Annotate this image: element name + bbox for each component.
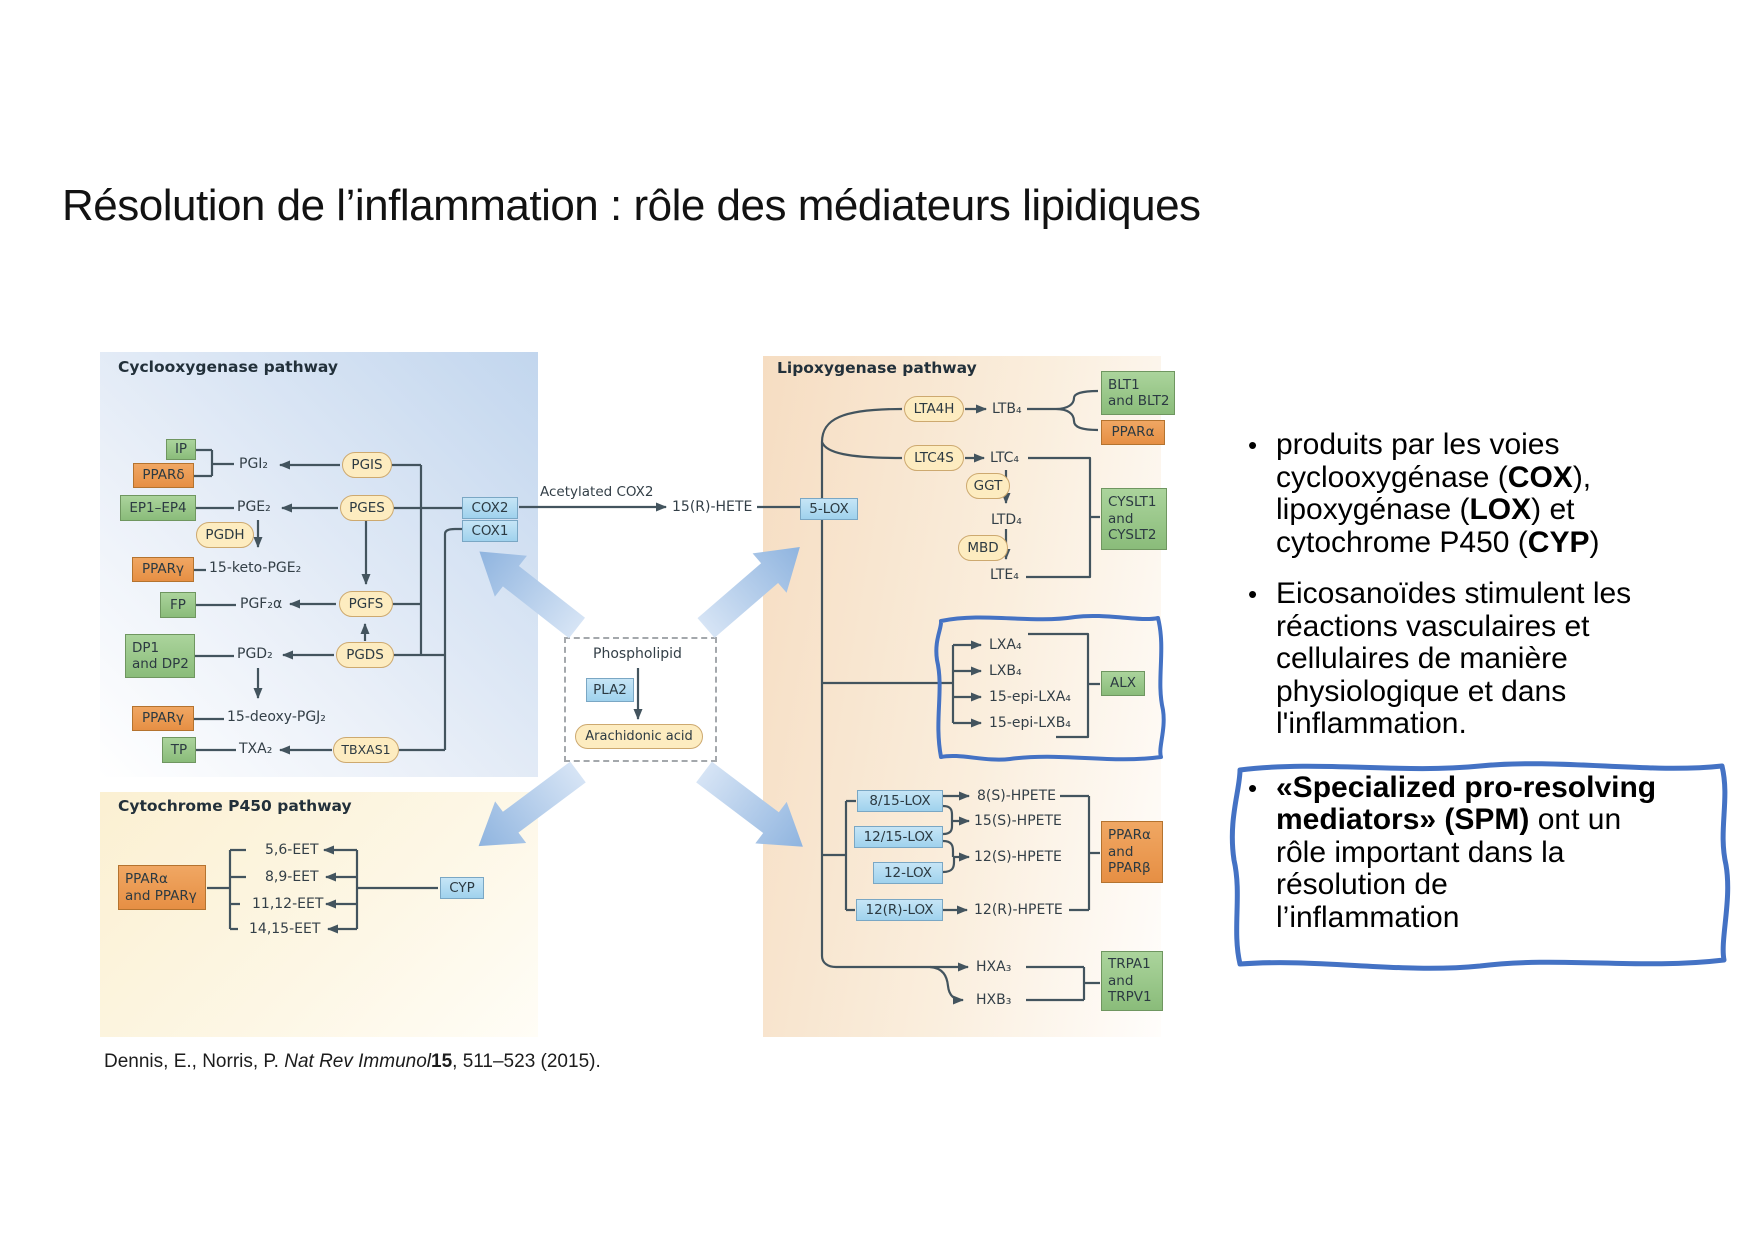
enzyme-pges: PGES xyxy=(340,495,394,521)
label-8-9-eet: 8,9-EET xyxy=(265,869,319,885)
receptor-ip: IP xyxy=(166,439,196,460)
label-12s-hpete: 12(S)-HPETE xyxy=(974,849,1062,865)
receptor-ppar-gamma-1: PPARγ xyxy=(132,557,194,582)
receptor-ppar-delta: PPARδ xyxy=(133,463,194,488)
enzyme-tbxas1: TBXAS1 xyxy=(333,737,399,763)
label-ltc4: LTC₄ xyxy=(990,450,1019,466)
enzyme-cyp: CYP xyxy=(440,877,484,899)
bullet-production-pathways: produits par les voies cyclooxygénase (C… xyxy=(1243,428,1729,559)
receptor-ep1-ep4: EP1–EP4 xyxy=(120,495,196,521)
label-14-15-eet: 14,15-EET xyxy=(249,921,321,937)
label-11-12-eet: 11,12-EET xyxy=(252,896,324,912)
receptor-ppar-alpha: PPARα xyxy=(1101,420,1165,445)
label-lte4: LTE₄ xyxy=(990,567,1019,583)
enzyme-pla2: PLA2 xyxy=(586,678,634,702)
enzyme-pgis: PGIS xyxy=(342,452,392,478)
label-15-epi-lxa4: 15-epi-LXA₄ xyxy=(989,689,1071,705)
label-5-6-eet: 5,6-EET xyxy=(265,842,319,858)
label-hxa3: HXA₃ xyxy=(976,959,1012,975)
receptor-ppar-alpha-gamma: PPARα and PPARγ xyxy=(118,865,206,910)
receptor-blt1-blt2: BLT1 and BLT2 xyxy=(1101,371,1175,415)
receptor-fp: FP xyxy=(160,592,196,618)
enzyme-pgds: PGDS xyxy=(336,642,394,668)
substrate-dashed-box xyxy=(564,637,717,762)
enzyme-pgdh: PGDH xyxy=(196,522,254,548)
bullet-spm: «Specialized pro-resolving mediators» (S… xyxy=(1243,771,1729,935)
enzyme-ggt: GGT xyxy=(966,473,1010,499)
receptor-cyslt1-cyslt2: CYSLT1 and CYSLT2 xyxy=(1101,488,1167,550)
label-15-keto-pge2: 15-keto-PGE₂ xyxy=(209,560,302,576)
cyp-pathway-heading: Cytochrome P450 pathway xyxy=(118,797,352,815)
label-pgf2a: PGF₂α xyxy=(240,596,283,612)
label-12r-hpete: 12(R)-HPETE xyxy=(974,902,1063,918)
label-pgd2: PGD₂ xyxy=(237,646,273,662)
bullet-list: produits par les voies cyclooxygénase (C… xyxy=(1243,428,1729,935)
enzyme-12-lox: 12-LOX xyxy=(873,862,943,884)
enzyme-ltc4s: LTC4S xyxy=(904,445,964,471)
label-lxa4: LXA₄ xyxy=(989,637,1022,653)
enzyme-cox2: COX2 xyxy=(462,497,518,519)
lox-pathway-heading: Lipoxygenase pathway xyxy=(777,359,977,377)
label-15r-hete: 15(R)-HETE xyxy=(672,499,753,515)
receptor-ppar-alpha-beta: PPARα and PPARβ xyxy=(1101,821,1163,883)
label-15-epi-lxb4: 15-epi-LXB₄ xyxy=(989,715,1071,731)
cytochrome-p450-panel xyxy=(100,792,538,1037)
receptor-alx: ALX xyxy=(1101,671,1145,696)
label-hxb3: HXB₃ xyxy=(976,992,1012,1008)
receptor-ppar-gamma-2: PPARγ xyxy=(132,706,194,731)
label-txa2: TXA₂ xyxy=(239,741,273,757)
substrate-arachidonic-acid: Arachidonic acid xyxy=(575,724,703,749)
label-phospholipid: Phospholipid xyxy=(593,646,682,662)
receptor-dp1-dp2: DP1 and DP2 xyxy=(125,634,195,678)
label-acetylated-cox2: Acetylated COX2 xyxy=(540,484,654,500)
page-title: Résolution de l’inflammation : rôle des … xyxy=(62,181,1201,230)
cox-pathway-heading: Cyclooxygenase pathway xyxy=(118,358,339,376)
label-pge2: PGE₂ xyxy=(237,499,271,515)
enzyme-cox1: COX1 xyxy=(462,520,518,542)
bullet-eicosanoides: Eicosanoïdes stimulent les réactions vas… xyxy=(1243,577,1729,741)
label-ltd4: LTD₄ xyxy=(991,512,1022,528)
label-8s-hpete: 8(S)-HPETE xyxy=(977,788,1056,804)
enzyme-pgfs: PGFS xyxy=(339,591,393,617)
label-pgi2: PGI₂ xyxy=(239,456,269,472)
enzyme-5-lox: 5-LOX xyxy=(800,498,858,520)
citation: Dennis, E., Norris, P. Nat Rev Immunol15… xyxy=(104,1051,601,1072)
label-15-deoxy-pgj2: 15-deoxy-PGJ₂ xyxy=(227,709,326,725)
label-lxb4: LXB₄ xyxy=(989,663,1022,679)
enzyme-8-15-lox: 8/15-LOX xyxy=(857,790,943,812)
label-15s-hpete: 15(S)-HPETE xyxy=(974,813,1062,829)
enzyme-12-15-lox: 12/15-LOX xyxy=(854,826,943,848)
enzyme-12r-lox: 12(R)-LOX xyxy=(856,899,943,921)
label-ltb4: LTB₄ xyxy=(992,401,1022,417)
enzyme-mbd: MBD xyxy=(958,535,1008,561)
receptor-tp: TP xyxy=(162,737,196,763)
receptor-trpa1-trpv1: TRPA1 and TRPV1 xyxy=(1101,951,1163,1011)
enzyme-lta4h: LTA4H xyxy=(904,396,964,422)
